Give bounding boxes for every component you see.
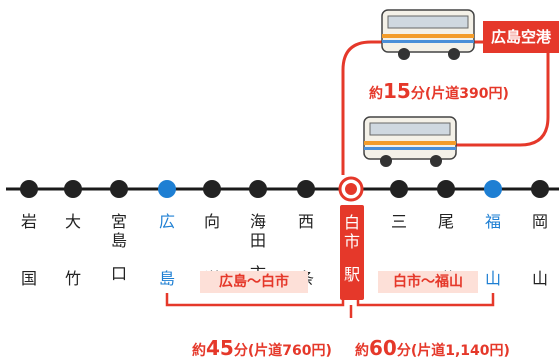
station-char: 口 (110, 264, 127, 283)
station-label-9: 福山 (481, 212, 505, 321)
station-char: 山 (484, 269, 501, 288)
station-dot-8 (437, 180, 455, 198)
station-char: 島 (158, 269, 175, 288)
bus-route-note: 約15分(片道390円) (369, 79, 509, 103)
station-dot-10 (531, 180, 549, 198)
station-dot-4 (203, 180, 221, 198)
hub-char-2: 市 (343, 232, 360, 251)
station-char: 三 (390, 212, 407, 231)
station-dot-7 (390, 180, 408, 198)
station-label-7: 三原 (387, 212, 411, 321)
station-label-10: 岡山 (528, 212, 552, 321)
bracket-shiraichi-fukuyama (356, 293, 495, 307)
station-char: 西 (297, 212, 314, 231)
station-dot-0 (20, 180, 38, 198)
hub-station-label: 白 市 駅 (340, 205, 364, 300)
station-char: 国 (20, 269, 37, 288)
station-label-2: 宮島口 (107, 212, 131, 283)
segment-note-left: 約45分(片道760円) (192, 336, 332, 360)
station-char: 向 (203, 212, 220, 231)
airport-badge: 広島空港 (483, 21, 559, 53)
station-dot-2 (110, 180, 128, 198)
station-char: 島 (110, 231, 127, 250)
hub-station-dot (345, 183, 357, 195)
hub-char-3: 駅 (343, 265, 360, 284)
bus-route-return-line (455, 53, 550, 147)
station-char: 竹 (64, 269, 81, 288)
station-dot-1 (64, 180, 82, 198)
station-char: 広 (158, 212, 175, 231)
station-char: 山 (531, 269, 548, 288)
bus-icon-bottom (363, 116, 457, 167)
segment-note-right: 約60分(片道1,140円) (355, 336, 510, 360)
station-label-0: 岩国 (17, 212, 41, 321)
station-char: 尾 (437, 212, 454, 231)
station-char: 宮 (110, 212, 127, 231)
station-label-8: 尾道 (434, 212, 458, 321)
station-dot-5 (249, 180, 267, 198)
station-char: 海 (249, 212, 266, 231)
bus-icon-top (381, 9, 475, 60)
station-label-4: 向洋 (200, 212, 224, 321)
station-char: 岩 (20, 212, 37, 231)
station-char: 田 (249, 231, 266, 250)
station-char: 岡 (531, 212, 548, 231)
station-label-6: 西条 (294, 212, 318, 321)
hub-char-1: 白 (343, 213, 360, 232)
station-dot-3 (158, 180, 176, 198)
station-dot-9 (484, 180, 502, 198)
station-char: 大 (64, 212, 81, 231)
station-label-1: 大竹 (61, 212, 85, 321)
station-label-3: 広島 (155, 212, 179, 321)
segment-tag-right: 白市～福山 (378, 271, 478, 293)
segment-tag-left: 広島～白市 (200, 271, 308, 293)
station-dot-6 (297, 180, 315, 198)
station-char: 福 (484, 212, 501, 231)
